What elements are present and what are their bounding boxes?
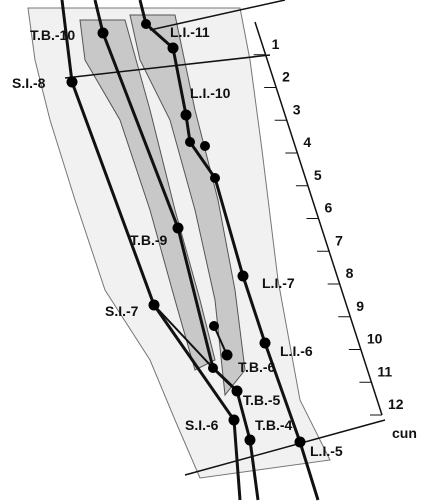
acupoint-label-tb10: T.B.-10 (30, 27, 75, 43)
acupoint-label-li5: L.I.-5 (310, 443, 343, 459)
scale-tick-label: 12 (388, 396, 404, 412)
acupoint-dot-li11 (168, 43, 179, 54)
acupoint-dot-li10 (181, 110, 192, 121)
scale-tick-label: 1 (272, 36, 280, 52)
scale-tick-label: 7 (335, 232, 343, 248)
acupoint-label-si8: S.I.-8 (12, 75, 46, 91)
acupoint-dot-unlabeled (200, 141, 210, 151)
acupoint-dot-unlabeled (209, 321, 219, 331)
acupoint-dot-si8 (67, 77, 78, 88)
acupoint-label-li6: L.I.-6 (280, 343, 313, 359)
scale-tick-label: 6 (325, 200, 333, 216)
scale-tick-label: 10 (367, 331, 383, 347)
scale-tick-label: 9 (356, 298, 364, 314)
scale-tick-label: 11 (377, 363, 392, 379)
scale-unit-label: cun (392, 425, 417, 441)
scale-tick-label: 3 (293, 101, 301, 117)
acupoint-label-tb9: T.B.-9 (130, 232, 168, 248)
acupoint-dot-si7 (149, 300, 160, 311)
acupoint-dot-unlabeled (185, 137, 195, 147)
acupoint-dot-unlabeled (208, 363, 218, 373)
acupoint-label-li10: L.I.-10 (190, 85, 231, 101)
acupoint-label-tb5: T.B.-5 (243, 392, 281, 408)
acupoint-dot-tb6 (222, 350, 233, 361)
acupoint-label-li7: L.I.-7 (262, 275, 295, 291)
acupoint-label-li11: L.I.-11 (170, 24, 210, 40)
acupoint-dot-li5 (295, 437, 306, 448)
acupoint-dot-li7 (238, 271, 249, 282)
acupoint-dot-si6 (229, 415, 240, 426)
acupoint-label-si6: S.I.-6 (185, 417, 219, 433)
acupoint-label-tb6: T.B.-6 (238, 359, 276, 375)
acupoint-dot-tb10 (98, 28, 109, 39)
acupoint-dot-unlabeled (210, 173, 220, 183)
scale-tick-label: 8 (346, 265, 354, 281)
scale-tick-label: 2 (282, 69, 290, 85)
acupoint-label-si7: S.I.-7 (105, 303, 139, 319)
acupoint-dot-tb5 (232, 386, 243, 397)
acupoint-dot-unlabeled (141, 19, 151, 29)
acupoint-label-tb4: T.B.-4 (255, 417, 293, 433)
scale-tick-label: 5 (314, 167, 322, 183)
acupoint-dot-tb9 (173, 223, 184, 234)
acupoint-dot-tb4 (245, 435, 256, 446)
acupoint-dot-li6 (260, 338, 271, 349)
scale-tick-label: 4 (303, 134, 311, 150)
